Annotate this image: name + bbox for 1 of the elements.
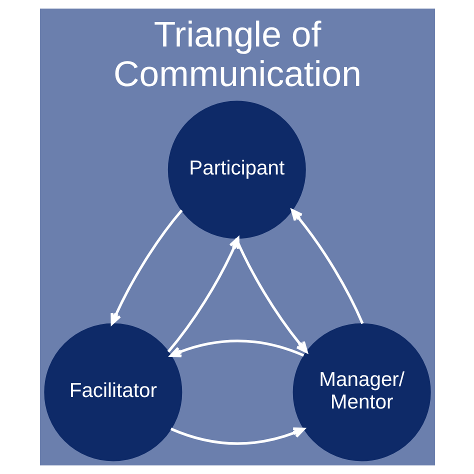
diagram-title: Triangle of Communication xyxy=(113,14,361,94)
